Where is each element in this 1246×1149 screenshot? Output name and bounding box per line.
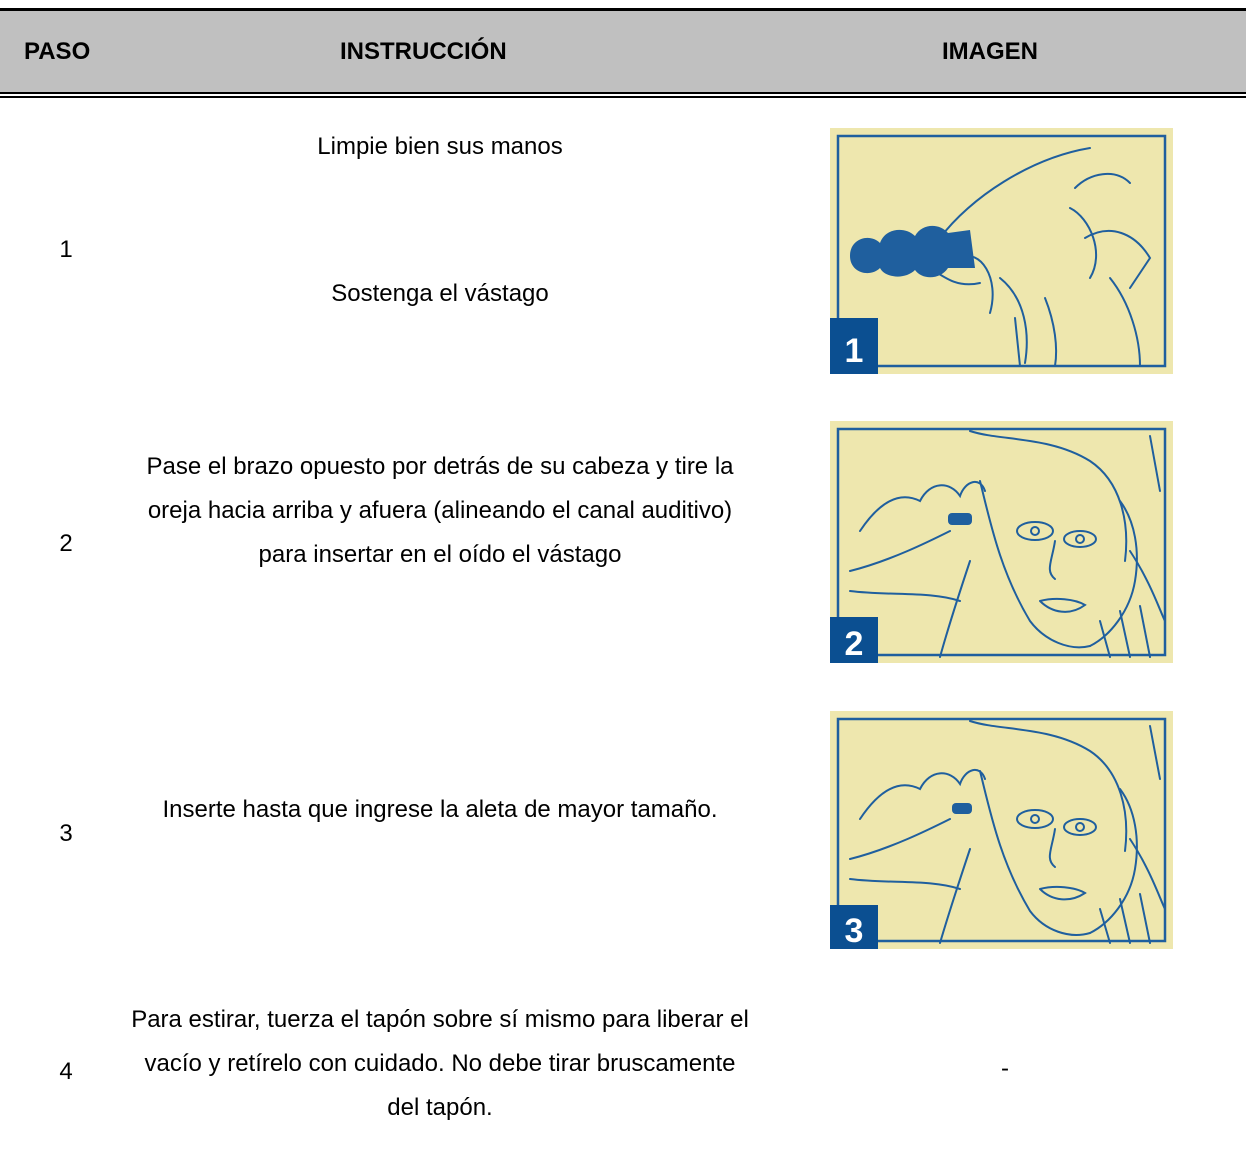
insert-earplug-illustration-icon: 3: [830, 711, 1173, 949]
header-imagen: IMAGEN: [942, 38, 1038, 65]
svg-text:1: 1: [845, 332, 864, 370]
step-instruction: Pase el brazo opuesto por detrás de su c…: [146, 453, 734, 568]
step-illustration: 2: [830, 421, 1173, 663]
header-top-rule: [0, 8, 1246, 11]
header-instruccion: INSTRUCCIÓN: [340, 38, 507, 65]
table-header: [0, 11, 1246, 92]
step-instruction: Inserte hasta que ingrese la aleta de ma…: [162, 796, 718, 823]
svg-text:2: 2: [845, 625, 864, 663]
step-instruction: Limpie bien sus manos: [317, 133, 563, 160]
step-number: 4: [59, 1058, 73, 1085]
earplug-hold-illustration-icon: 1: [830, 128, 1173, 374]
step-number: 1: [59, 236, 73, 263]
step-illustration: 3: [830, 711, 1173, 949]
step-number: 2: [59, 530, 73, 557]
step-illustration: 1: [830, 128, 1173, 374]
step-number: 3: [59, 820, 73, 847]
step-instruction: Sostenga el vástago: [331, 280, 549, 307]
pull-ear-insert-illustration-icon: 2: [830, 421, 1173, 663]
header-paso: PASO: [24, 38, 91, 65]
no-image-dash: -: [1001, 1055, 1009, 1082]
header-bottom-rule-2: [0, 96, 1246, 98]
header-bottom-rule: [0, 92, 1246, 94]
step-instruction: Para estirar, tuerza el tapón sobre sí m…: [131, 1006, 749, 1121]
svg-text:3: 3: [845, 912, 864, 949]
